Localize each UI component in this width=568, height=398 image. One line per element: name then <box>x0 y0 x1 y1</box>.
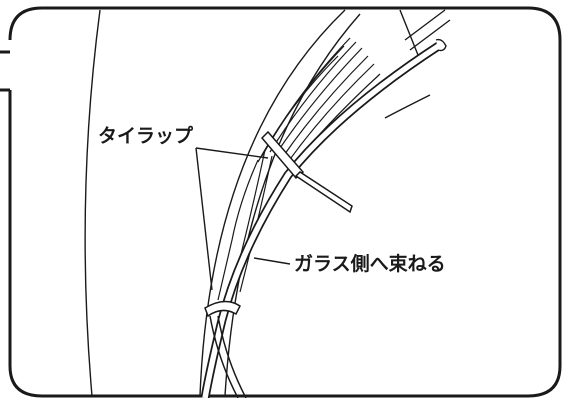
cable-tie-lower <box>204 300 247 398</box>
bundle-instruction-label: ガラス側へ束ねる <box>294 253 446 275</box>
cable-tie-label: タイラップ <box>98 124 194 147</box>
door-panel-lines <box>84 9 451 397</box>
main-cable <box>200 38 447 398</box>
leader-lines <box>195 147 291 291</box>
callout-frame <box>0 6 562 398</box>
cable-tie-upper <box>260 130 353 214</box>
